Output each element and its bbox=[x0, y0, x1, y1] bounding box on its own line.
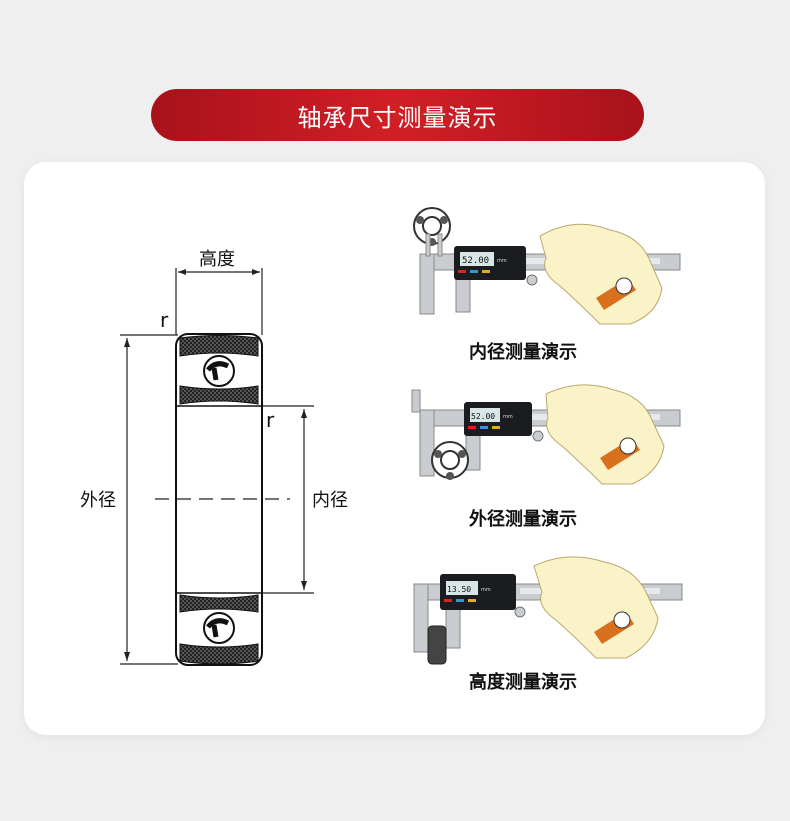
page-title: 轴承尺寸测量演示 bbox=[297, 103, 498, 132]
height-label: 高度 bbox=[199, 249, 235, 270]
outer-measure-caption: 外径测量演示 bbox=[469, 509, 577, 530]
outer-diameter-label: 外径 bbox=[80, 490, 116, 511]
inner-measure-illustration: 52.00 mm bbox=[413, 207, 681, 325]
outer-measure-illustration: 52.00 mm bbox=[411, 384, 681, 485]
display-unit-2: mm bbox=[503, 414, 513, 420]
page-title-banner: 轴承尺寸测量演示 bbox=[151, 89, 644, 141]
inner-measure-caption: 内径测量演示 bbox=[469, 342, 577, 363]
display-value-1: 52.00 bbox=[462, 256, 489, 266]
display-unit-1: mm bbox=[497, 258, 507, 264]
display-value-3: 13.50 bbox=[447, 585, 471, 594]
height-measure-caption: 高度测量演示 bbox=[469, 672, 577, 693]
inner-diameter-label: 内径 bbox=[312, 490, 348, 511]
radius-label-top: r bbox=[160, 308, 169, 332]
display-value-2: 52.00 bbox=[471, 412, 495, 421]
height-measure-illustration: 13.50 mm bbox=[413, 556, 683, 665]
display-unit-3: mm bbox=[481, 587, 491, 593]
radius-label-inner: r bbox=[266, 408, 275, 432]
